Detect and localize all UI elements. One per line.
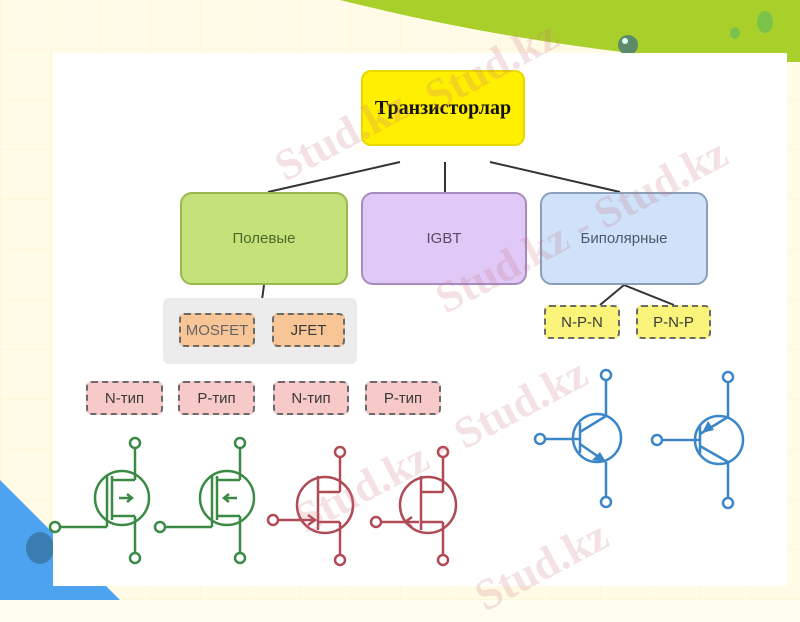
category-label: IGBT xyxy=(426,230,462,247)
bjt-npn-symbol-icon xyxy=(533,368,623,509)
category-igbt: IGBT xyxy=(361,192,527,285)
water-drop-icon xyxy=(757,11,773,33)
circuit-symbols xyxy=(48,368,745,567)
subtype-pnp: P-N-P xyxy=(636,305,711,339)
subtype-npn: N-P-N xyxy=(544,305,620,339)
subtype-label: N-P-N xyxy=(561,313,603,331)
category-label: Биполярные xyxy=(580,230,668,247)
subtype-jfet: JFET xyxy=(272,313,345,347)
category-bipolar: Биполярные xyxy=(540,192,708,285)
mosfet-n-symbol-icon xyxy=(48,436,151,565)
category-label: Полевые xyxy=(232,230,296,247)
channel-type-label: N-тип xyxy=(291,389,331,407)
pnp-arrow-icon xyxy=(702,421,714,433)
green-swoosh-decoration xyxy=(340,0,800,62)
jfet-p-symbol-icon xyxy=(369,445,458,567)
channel-type-label: N-тип xyxy=(104,389,145,407)
subtype-mosfet: MOSFET xyxy=(179,313,255,347)
transistor-classification-diagram: Транзисторлар Полевые IGBT Биполярные MO… xyxy=(48,10,745,621)
connector-lines xyxy=(261,161,675,306)
channel-type-p-jfet: P-тип xyxy=(365,381,441,415)
channel-type-n-mosfet: N-тип xyxy=(86,381,163,415)
jfet-n-symbol-icon xyxy=(266,445,355,567)
root-node-transistors: Транзисторлар xyxy=(361,70,525,146)
channel-type-label: P-тип xyxy=(383,389,423,407)
subtype-label: MOSFET xyxy=(185,321,249,339)
channel-type-p-mosfet: P-тип xyxy=(178,381,255,415)
category-field-effect: Полевые xyxy=(180,192,348,285)
npn-arrow-icon xyxy=(592,452,606,462)
channel-type-n-jfet: N-тип xyxy=(273,381,349,415)
channel-type-label: P-тип xyxy=(197,389,236,407)
mosfet-p-symbol-icon xyxy=(153,436,256,565)
subtype-label: JFET xyxy=(290,321,327,339)
bjt-pnp-symbol-icon xyxy=(650,370,745,510)
root-node-label: Транзисторлар xyxy=(374,96,512,119)
subtype-label: P-N-P xyxy=(653,313,694,331)
